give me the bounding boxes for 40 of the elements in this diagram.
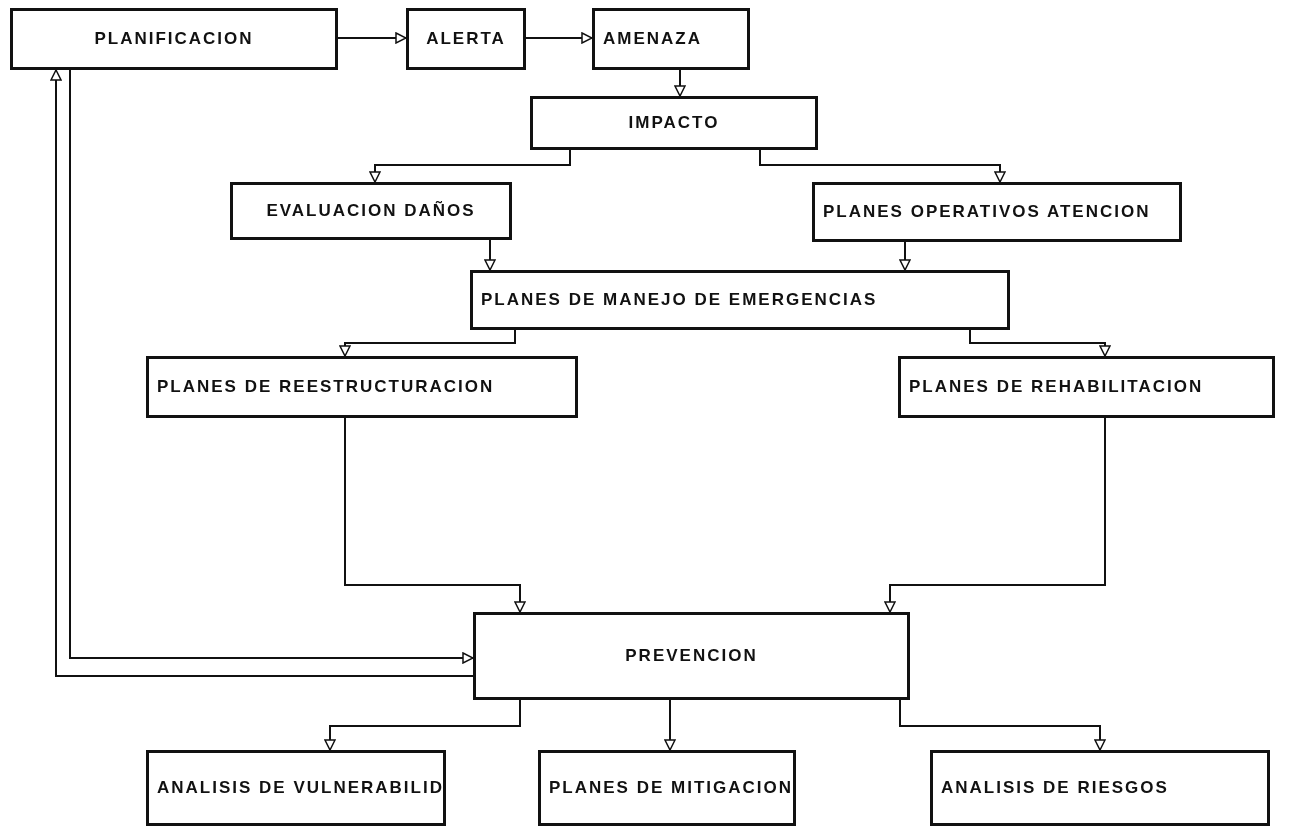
arrow xyxy=(759,149,1006,183)
process-box xyxy=(812,182,1182,242)
box-label: PLANES DE MANEJO DE EMERGENCIAS xyxy=(481,290,878,310)
box-label: PLANES DE REHABILITACION xyxy=(909,377,1204,397)
box-label: AMENAZA xyxy=(603,29,702,49)
process-box xyxy=(146,750,446,826)
process-box xyxy=(146,356,578,418)
box-label: EVALUACION DAÑOS xyxy=(266,201,476,221)
box-label: PREVENCION xyxy=(625,646,758,666)
arrow xyxy=(884,417,1106,613)
box-label: ANALISIS DE RIESGOS xyxy=(941,778,1169,798)
process-box xyxy=(898,356,1275,418)
box-label: PLANES DE REESTRUCTURACION xyxy=(157,377,495,397)
arrow xyxy=(339,329,516,357)
arrow xyxy=(674,69,686,97)
box-label: ALERTA xyxy=(426,29,506,49)
process-box xyxy=(530,96,818,150)
arrow xyxy=(969,329,1111,357)
arrow xyxy=(344,417,526,613)
box-label: ANALISIS DE VULNERABILID xyxy=(157,778,444,798)
arrow xyxy=(899,699,1106,751)
process-box xyxy=(473,612,910,700)
process-box xyxy=(470,270,1010,330)
box-label: PLANES OPERATIVOS ATENCION xyxy=(823,202,1151,222)
arrow xyxy=(899,241,911,271)
arrow xyxy=(484,239,496,271)
box-label: PLANIFICACION xyxy=(94,29,254,49)
arrow xyxy=(525,32,593,44)
process-box xyxy=(592,8,750,70)
process-box xyxy=(10,8,338,70)
process-box xyxy=(538,750,796,826)
box-label: PLANES DE MITIGACION xyxy=(549,778,793,798)
box-label: IMPACTO xyxy=(628,113,720,133)
arrow xyxy=(324,699,521,751)
arrow xyxy=(369,149,571,183)
process-box xyxy=(230,182,512,240)
arrow xyxy=(337,32,407,44)
process-box xyxy=(930,750,1270,826)
process-box xyxy=(406,8,526,70)
arrow xyxy=(664,699,676,751)
